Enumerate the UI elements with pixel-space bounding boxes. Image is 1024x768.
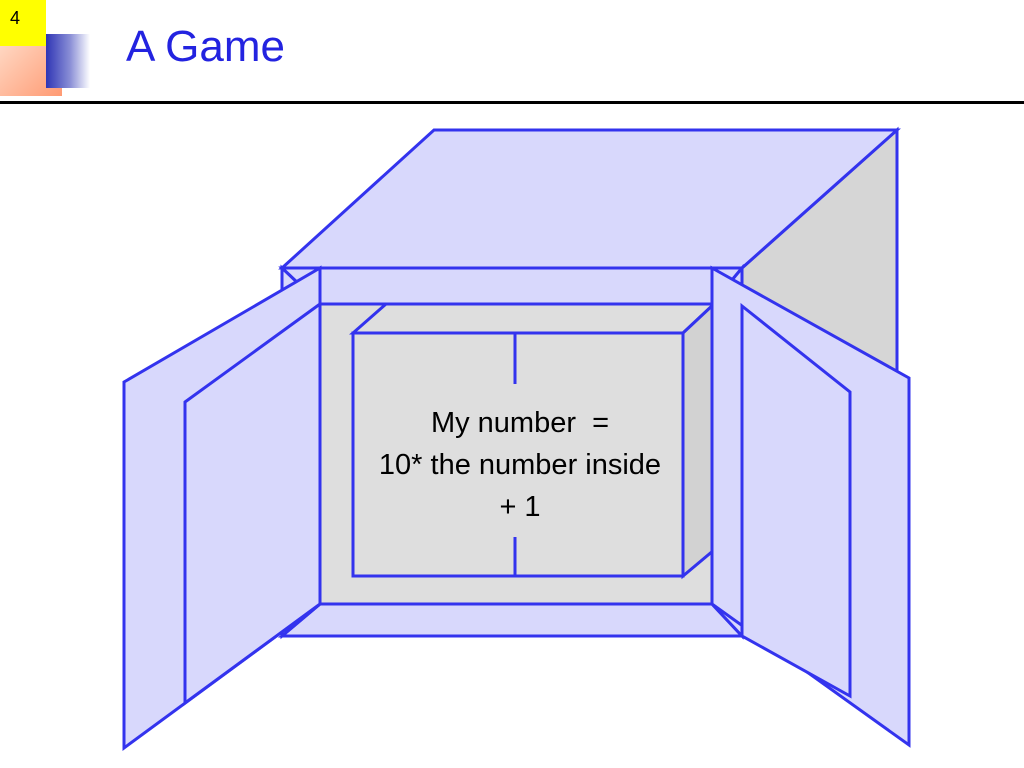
box-label-line-3: + 1 [499,491,541,523]
box-label: My number = 10* the number inside + 1 [340,402,700,528]
cabinet-frame-bottom [277,602,746,638]
slide-title: A Game [126,22,285,71]
cabinet-frame-top [278,266,746,306]
slide-number-badge: 4 [0,0,46,46]
corner-decoration-bar [46,34,90,88]
box-label-line-1: My number = [430,407,610,439]
slide-number: 4 [10,8,21,28]
inner-box-front [351,331,685,578]
inner-box-top [349,302,718,335]
title-divider [0,101,1024,104]
right-door-inner-panel [740,302,852,699]
left-door-inner-panel [183,301,322,706]
box-label-line-2: 10* the number inside [378,449,662,481]
